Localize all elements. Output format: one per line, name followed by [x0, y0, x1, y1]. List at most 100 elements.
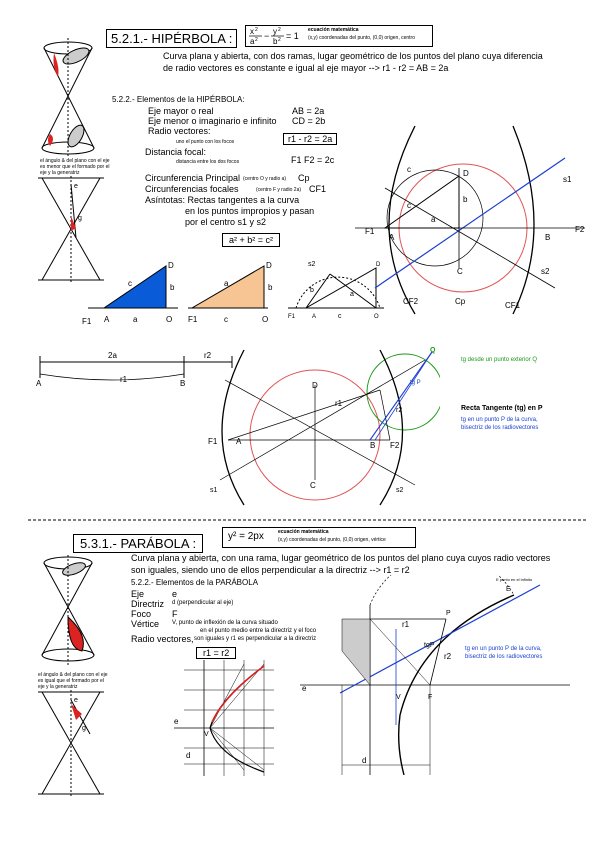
- element-focal-value: F1 F2 = 2c: [291, 155, 335, 165]
- svg-text:F1: F1: [288, 314, 296, 320]
- parabola-foco: Foco: [131, 609, 152, 619]
- svg-text:r1: r1: [120, 375, 128, 384]
- svg-text:d: d: [362, 756, 366, 765]
- svg-text:s1: s1: [210, 487, 218, 494]
- parabola-tangent-note-1: tg en un punto P de la curva,: [465, 646, 542, 652]
- svg-text:x: x: [370, 774, 374, 775]
- svg-text:x: x: [250, 27, 254, 36]
- parabola-diagram-main: e E r1 P r2 tgP V F d x x: [300, 575, 570, 775]
- parabola-directriz-value: d (perpendicular al eje): [172, 600, 234, 606]
- parabola-foco-value: F: [172, 609, 178, 619]
- svg-text:A: A: [389, 233, 395, 242]
- parabola-directriz: Directriz: [131, 599, 164, 609]
- svg-text:E: E: [506, 586, 511, 593]
- svg-text:B: B: [180, 379, 185, 386]
- svg-text:Q: Q: [430, 347, 436, 354]
- svg-text:c: c: [338, 313, 342, 320]
- svg-text:e: e: [302, 684, 307, 693]
- svg-text:s2: s2: [308, 261, 316, 268]
- svg-text:tg P: tg P: [410, 380, 421, 386]
- hyperbola-desc-2: de radio vectores es constante e igual a…: [163, 63, 449, 73]
- svg-text:B: B: [370, 441, 375, 450]
- hyperbola-eq-sub: (x,y) coordenadas del punto, (0,0) orige…: [308, 35, 416, 41]
- svg-text:a: a: [133, 315, 138, 324]
- svg-text:r1: r1: [402, 620, 410, 629]
- svg-text:b: b: [310, 287, 314, 294]
- svg-text:c: c: [407, 165, 411, 174]
- svg-text:2a: 2a: [108, 351, 117, 360]
- parabola-construction-grid: e V d: [174, 660, 274, 776]
- svg-text:r2: r2: [444, 652, 452, 661]
- svg-text:d: d: [186, 751, 190, 760]
- circ-focal-sym: CF1: [309, 184, 327, 194]
- parabola-radio: Radio vectores,: [131, 634, 194, 644]
- circ-principal-note: (centro O y radio a): [243, 176, 287, 182]
- parabola-tangent-note-2: bisectriz de los radiovectores: [465, 654, 543, 660]
- svg-text:D: D: [168, 261, 174, 270]
- svg-text:a: a: [350, 291, 354, 298]
- element-radio-note: uno el punto con los focos: [176, 139, 235, 145]
- parabola-title: 5.3.1.- PARÁBOLA :: [73, 534, 204, 553]
- svg-text:2: 2: [278, 37, 281, 43]
- tangent-note-2: bisectriz de los radiovectores: [461, 425, 539, 431]
- svg-text:c: c: [128, 279, 132, 288]
- triangle-blue: F1 A a O D b c: [82, 261, 178, 326]
- svg-text:c: c: [224, 315, 228, 324]
- tangent-note-1: tg en un punto P de la curva,: [461, 417, 538, 423]
- svg-text:B: B: [545, 233, 550, 242]
- element-eje-mayor-value: AB = 2a: [292, 106, 325, 116]
- parabola-desc-2: son iguales, siendo uno de ellos perpend…: [131, 565, 410, 575]
- circ-focal-note: (centro F y radio 2a): [256, 187, 302, 193]
- element-eje-menor: Eje menor o imaginario e infinito: [148, 116, 277, 126]
- element-eje-menor-value: CD = 2b: [292, 116, 326, 126]
- parabola-vertice-value-2: en el punto medio entre la directriz y e…: [200, 628, 317, 634]
- tg-q-note: tg desde un punto exterior Q: [461, 357, 538, 363]
- svg-text:O: O: [262, 315, 268, 324]
- svg-text:−: −: [264, 31, 269, 41]
- hyperbola-elements-title: 5.2.2.- Elementos de la HIPÉRBOLA:: [112, 95, 245, 104]
- parabola-cone-note: el ángulo & del plano con el eje es igua…: [38, 672, 108, 690]
- tangent-title: Recta Tangente (tg) en P: [461, 405, 543, 412]
- section-divider: [28, 519, 588, 521]
- svg-text:tgP: tgP: [424, 642, 435, 649]
- svg-text:A: A: [104, 315, 110, 324]
- hyperbola-cone-note: el ángulo & del plano con el eje es meno…: [40, 158, 110, 176]
- hyperbola-diagram-tangent: D r1 r2 tg P Q F1 A B F2 C s1 s2: [208, 347, 440, 506]
- svg-text:A: A: [312, 314, 316, 320]
- svg-text:e: e: [74, 697, 78, 704]
- svg-text:b: b: [463, 195, 468, 204]
- svg-text:A: A: [36, 379, 42, 386]
- svg-text:s2: s2: [396, 487, 404, 494]
- svg-text:V: V: [396, 694, 401, 701]
- parabola-r-eq: r1 = r2: [196, 647, 237, 659]
- svg-text:D: D: [376, 262, 381, 268]
- svg-text:P: P: [446, 610, 451, 617]
- element-radio-vectores: Radio vectores:: [148, 126, 211, 136]
- svg-text:b: b: [170, 283, 175, 292]
- svg-text:e: e: [74, 183, 78, 190]
- parabola-radio-value: son iguales y r1 es perpendicular a la d…: [194, 636, 317, 642]
- pythagoras-box: a² + b² = c²: [222, 233, 281, 247]
- parabola-equation-box: [222, 527, 416, 548]
- element-distancia-focal: Distancia focal:: [145, 147, 207, 157]
- svg-text:s2: s2: [541, 267, 550, 276]
- parabola-e-note: E punto en el infinito: [496, 577, 533, 582]
- parabola-vertice: Vértice: [131, 619, 160, 629]
- svg-text:b: b: [268, 283, 273, 292]
- element-radio-value: r1 - r2 = 2a: [283, 133, 338, 145]
- svg-text:b: b: [273, 37, 278, 46]
- hyperbola-eq-label: ecuación matemática: [308, 27, 359, 33]
- hyperbola-title: 5.2.1.- HIPÉRBOLA :: [106, 29, 238, 48]
- svg-text:r1: r1: [335, 399, 343, 408]
- parabola-equation: y² = 2px: [228, 531, 264, 542]
- svg-text:F1: F1: [365, 227, 375, 236]
- svg-text:D: D: [463, 169, 469, 178]
- svg-text:r2: r2: [204, 351, 212, 360]
- parabola-eq-sub: (x,y) coordenadas del punto, (0,0) orige…: [278, 537, 386, 543]
- svg-text:F2: F2: [390, 441, 400, 450]
- svg-text:c: c: [407, 201, 411, 210]
- svg-text:g: g: [82, 725, 86, 732]
- parabola-eje: Eje: [131, 589, 145, 599]
